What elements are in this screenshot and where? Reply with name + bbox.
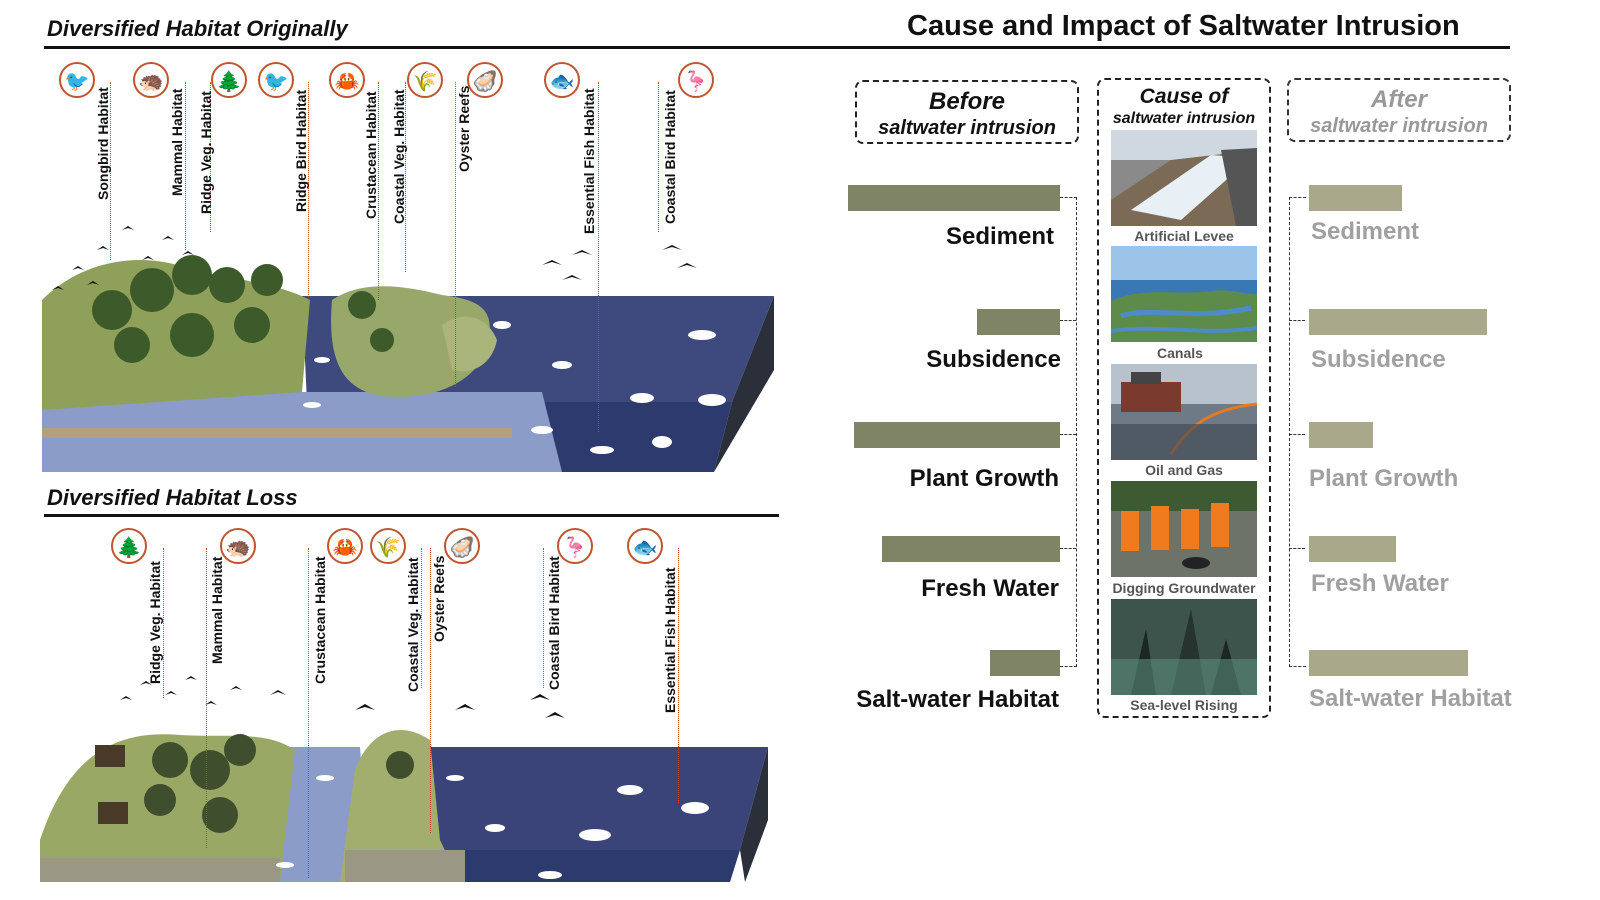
- label-mammal-habitat: Mammal Habitat: [169, 88, 185, 196]
- header-rule: [44, 46, 1510, 49]
- after-factor-sediment: Sediment: [1311, 218, 1420, 245]
- after-factor-subsidence: Subsidence: [1311, 346, 1446, 373]
- after-label: After: [1370, 86, 1427, 113]
- label-coastal-veg-habitat: Coastal Veg. Habitat: [391, 89, 407, 224]
- before-bar-salt-water-habitat: [990, 650, 1060, 676]
- oil-and-gas-photo: [1111, 364, 1257, 460]
- before-factor-fresh-water: Fresh Water: [921, 575, 1059, 602]
- before-bar-plant-growth: [854, 422, 1060, 448]
- label-ridge-veg-habitat: Ridge Veg. Habitat: [198, 91, 214, 214]
- cause-artificial-levee: Artificial Levee: [1134, 228, 1234, 244]
- mammal-icon: 🦔: [133, 62, 169, 98]
- fish-icon: 🐟: [544, 62, 580, 98]
- ridge-bird-icon: 🐦: [258, 62, 294, 98]
- cause-canals: Canals: [1157, 345, 1203, 361]
- bottom-section-title: Diversified Habitat Loss: [47, 485, 298, 510]
- oyster-icon: 🦪: [444, 528, 480, 564]
- canals-photo: [1111, 246, 1257, 342]
- after-factor-plant-growth: Plant Growth: [1309, 465, 1459, 492]
- top-section-title: Diversified Habitat Originally: [47, 16, 348, 41]
- after-sublabel: saltwater intrusion: [1310, 115, 1488, 137]
- label-oyster-reefs: Oyster Reefs: [456, 85, 472, 172]
- tree-icon: 🌲: [111, 528, 147, 564]
- label-ridge-bird-habitat: Ridge Bird Habitat: [293, 89, 309, 212]
- before-factor-subsidence: Subsidence: [926, 346, 1061, 373]
- cause-sea-level-rising: Sea-level Rising: [1130, 697, 1238, 713]
- label-coastal-bird-habitat: Coastal Bird Habitat: [546, 556, 562, 690]
- before-factor-salt-water-habitat: Salt-water Habitat: [856, 686, 1059, 713]
- coastal-bird-icon: 🦩: [678, 62, 714, 98]
- before-label: Before: [928, 88, 1006, 115]
- top-habitat-illustration: [42, 226, 774, 472]
- digging-groundwater-photo: [1111, 481, 1257, 577]
- artificial-levee-photo: [1111, 130, 1257, 226]
- label-crustacean-habitat: Crustacean Habitat: [363, 91, 379, 219]
- fish-icon: 🐟: [627, 528, 663, 564]
- cause-sublabel: saltwater intrusion: [1112, 110, 1256, 127]
- mammal-icon: 🦔: [220, 528, 256, 564]
- oyster-icon: 🦪: [467, 62, 503, 98]
- before-sublabel: saltwater intrusion: [878, 117, 1056, 139]
- after-bar-salt-water-habitat: [1309, 650, 1468, 676]
- tree-icon: 🌲: [211, 62, 247, 98]
- after-bar-fresh-water: [1309, 536, 1396, 562]
- before-factor-sediment: Sediment: [945, 223, 1054, 250]
- before-bar-sediment: [848, 185, 1060, 211]
- crab-icon: 🦀: [327, 528, 363, 564]
- after-factor-fresh-water: Fresh Water: [1311, 570, 1449, 597]
- label-crustacean-habitat: Crustacean Habitat: [312, 556, 328, 684]
- before-factor-plant-growth: Plant Growth: [909, 465, 1059, 492]
- before-connector: [1060, 197, 1077, 667]
- crab-icon: 🦀: [329, 62, 365, 98]
- label-coastal-bird-habitat: Coastal Bird Habitat: [662, 90, 678, 224]
- deep-water-side: [714, 296, 774, 472]
- deep-water: [420, 747, 768, 850]
- after-factor-salt-water-habitat: Salt-water Habitat: [1309, 685, 1512, 712]
- grass-icon: 🌾: [370, 528, 406, 564]
- label-mammal-habitat: Mammal Habitat: [209, 556, 225, 664]
- label-essential-fish-habitat: Essential Fish Habitat: [581, 88, 597, 234]
- label-ridge-veg-habitat: Ridge Veg. Habitat: [147, 561, 163, 684]
- label-songbird-habitat: Songbird Habitat: [95, 87, 111, 200]
- after-bar-plant-growth: [1309, 422, 1373, 448]
- songbird-icon: 🐦: [59, 62, 95, 98]
- cause-digging-groundwater: Digging Groundwater: [1112, 580, 1256, 596]
- after-bar-sediment: [1309, 185, 1402, 211]
- before-bar-subsidence: [977, 309, 1060, 335]
- label-coastal-veg-habitat: Coastal Veg. Habitat: [405, 557, 421, 692]
- before-bar-fresh-water: [882, 536, 1060, 562]
- after-box: After saltwater intrusion: [1287, 78, 1511, 142]
- coastal-bird-icon: 🦩: [557, 528, 593, 564]
- label-essential-fish-habitat: Essential Fish Habitat: [662, 567, 678, 713]
- grass-icon: 🌾: [407, 62, 443, 98]
- cause-oil-and-gas: Oil and Gas: [1145, 462, 1223, 478]
- before-box: Before saltwater intrusion: [855, 80, 1079, 144]
- main-title: Cause and Impact of Saltwater Intrusion: [907, 10, 1460, 42]
- bottom-habitat-illustration: [40, 730, 768, 882]
- bottom-rule: [44, 514, 779, 517]
- sea-level-rising-photo: [1111, 599, 1257, 695]
- label-oyster-reefs: Oyster Reefs: [431, 555, 447, 642]
- after-connector: [1289, 197, 1306, 667]
- after-bar-subsidence: [1309, 309, 1487, 335]
- cause-label: Cause of: [1139, 85, 1229, 108]
- cause-box: Cause of saltwater intrusion: [1097, 78, 1271, 718]
